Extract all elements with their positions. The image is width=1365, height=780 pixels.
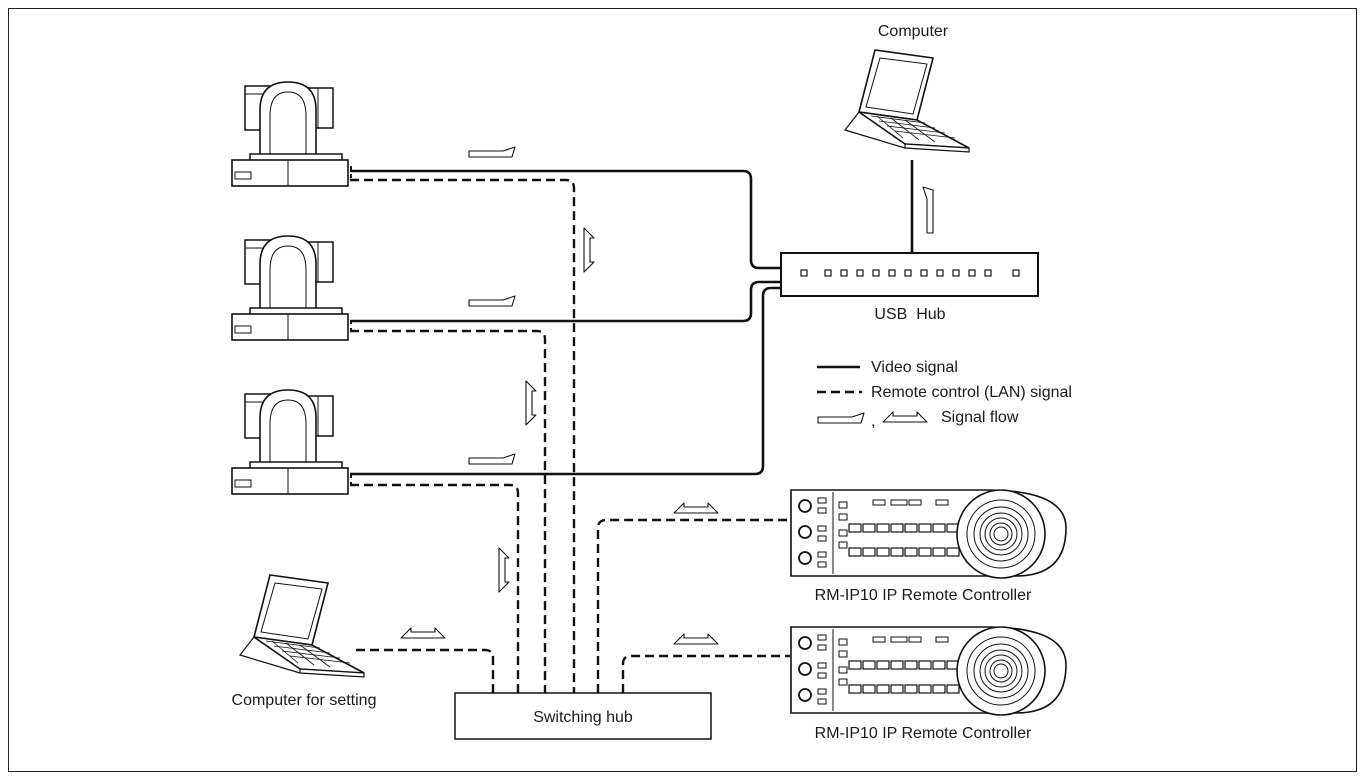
flow-arrow-lan-2 — [525, 380, 537, 426]
video-cable-2 — [350, 280, 781, 323]
lan-cable-camera-3 — [350, 483, 520, 693]
lan-cables — [350, 178, 790, 693]
legend-video-label: Video signal — [871, 359, 958, 376]
diagram-frame — [8, 8, 1357, 772]
legend-remote-label: Remote control (LAN) signal — [871, 384, 1072, 401]
usb-hub-icon — [780, 252, 1039, 297]
lan-cable-setting-computer — [356, 648, 495, 693]
legend-flow-arrow-icon — [817, 412, 865, 424]
setting-computer-icon — [239, 574, 365, 678]
computer-for-setting-label: Computer for setting — [232, 692, 377, 709]
computer-icon — [844, 49, 970, 153]
switching-hub-box — [454, 692, 712, 740]
remote-controller-1-label: RM-IP10 IP Remote Controller — [815, 587, 1032, 604]
switching-hub-label: Switching hub — [533, 709, 633, 726]
legend-flow-label: Signal flow — [941, 409, 1019, 426]
flow-arrow-setting — [400, 627, 446, 639]
lan-cable-controller-2 — [621, 654, 790, 693]
flow-arrow-camera-2 — [468, 295, 516, 307]
camera-3-icon — [231, 389, 352, 495]
flow-arrow-controller-1 — [673, 502, 719, 514]
video-cable-3 — [350, 286, 781, 476]
legend-bidirectional-arrow-icon — [882, 411, 928, 423]
lan-cable-camera-2 — [350, 329, 547, 693]
remote-controller-2-icon — [790, 626, 1067, 716]
legend-flow-separator: , — [871, 413, 875, 430]
legend — [817, 365, 928, 424]
camera-2-icon — [231, 235, 352, 341]
flow-arrow-controller-2 — [673, 633, 719, 645]
remote-controller-1-icon — [790, 489, 1067, 579]
lan-cable-camera-1 — [350, 178, 576, 693]
camera-1-icon — [231, 81, 352, 187]
flow-arrow-lan-3 — [498, 547, 510, 593]
flow-arrow-usb-up — [922, 186, 934, 234]
usb-hub-label: USB Hub — [874, 306, 945, 323]
computer-label: Computer — [878, 23, 949, 40]
remote-controller-2-label: RM-IP10 IP Remote Controller — [815, 725, 1032, 742]
flow-arrow-lan-1 — [583, 227, 595, 273]
flow-arrow-camera-1 — [468, 146, 516, 158]
lan-cable-controller-1 — [596, 518, 790, 693]
video-cables — [350, 160, 914, 476]
video-cable-1 — [350, 169, 781, 270]
flow-arrow-camera-3 — [468, 453, 516, 465]
